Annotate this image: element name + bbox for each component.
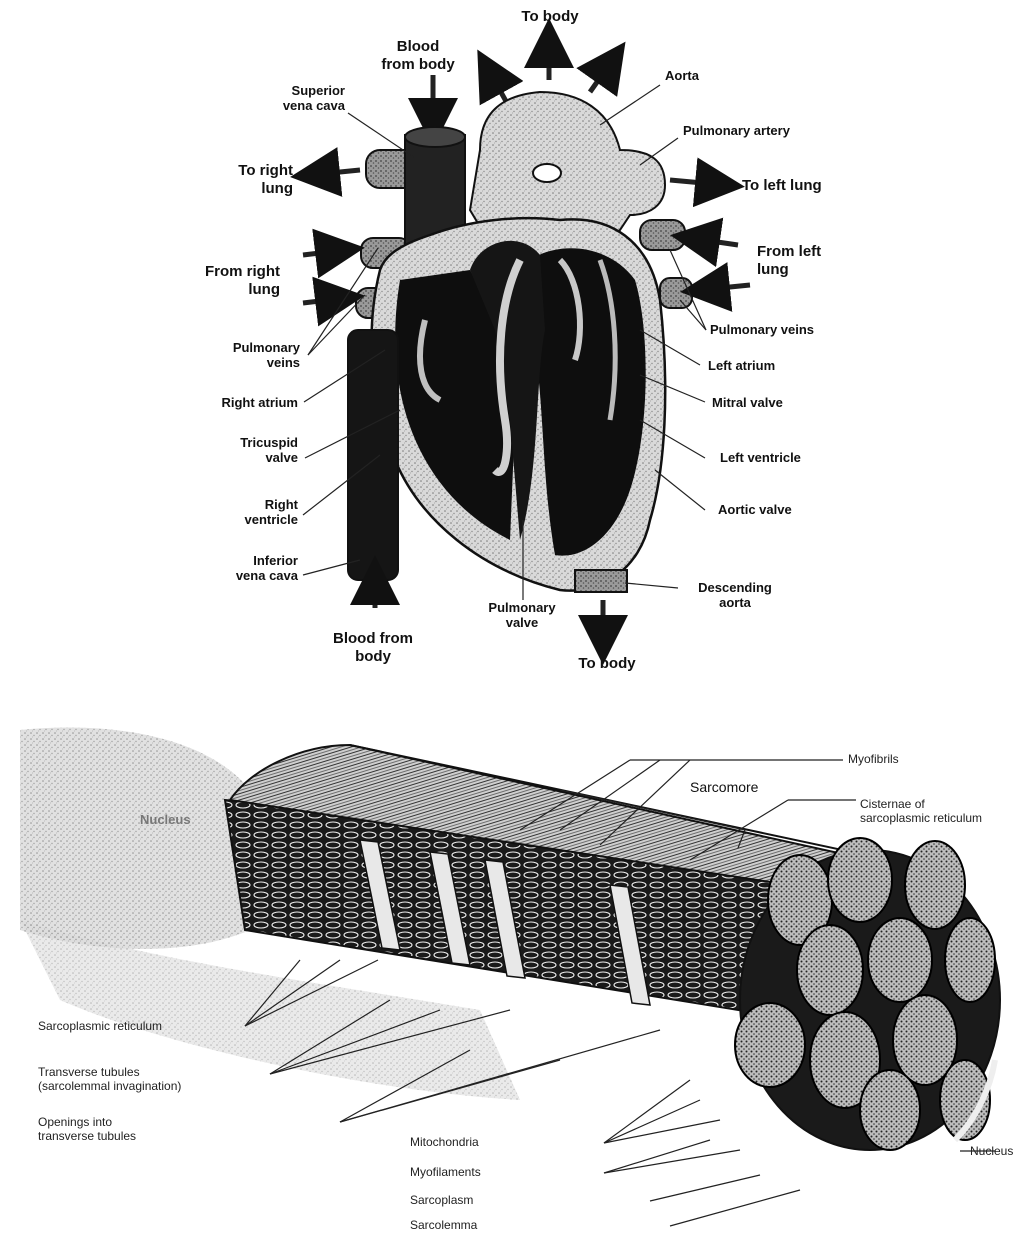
label-right-atrium: Right atrium bbox=[188, 395, 298, 410]
label-from-left-lung: From left lung bbox=[757, 243, 821, 279]
muscle-fiber-illustration bbox=[20, 728, 1000, 1227]
label-mitral-valve: Mitral valve bbox=[712, 395, 783, 410]
label-to-right-lung: To right lung bbox=[205, 162, 293, 198]
label-pulmonary-veins-right: Pulmonary veins bbox=[710, 322, 814, 337]
label-sarcolemma: Sarcolemma bbox=[410, 1218, 477, 1232]
label-left-ventricle: Left ventricle bbox=[720, 450, 801, 465]
label-pulmonary-valve: Pulmonary valve bbox=[472, 600, 572, 630]
label-tricuspid-valve: Tricuspid valve bbox=[210, 435, 298, 465]
label-blood-from-body-top: Blood from body bbox=[368, 38, 468, 74]
label-blood-from-body-bottom: Blood from body bbox=[318, 630, 428, 666]
label-pulmonary-veins-left: Pulmonary veins bbox=[205, 340, 300, 370]
label-myofilaments: Myofilaments bbox=[410, 1165, 481, 1179]
label-cisternae: Cisternae of sarcoplasmic reticulum bbox=[860, 797, 982, 825]
label-descending-aorta: Descending aorta bbox=[680, 580, 790, 610]
label-to-body-top: To body bbox=[505, 8, 595, 26]
label-myofibrils: Myofibrils bbox=[848, 752, 899, 766]
label-left-atrium: Left atrium bbox=[708, 358, 775, 373]
label-aorta: Aorta bbox=[665, 68, 699, 83]
label-inferior-vena-cava: Inferior vena cava bbox=[210, 553, 298, 583]
label-aortic-valve: Aortic valve bbox=[718, 502, 792, 517]
label-sarcoplasm: Sarcoplasm bbox=[410, 1193, 473, 1207]
label-right-ventricle: Right ventricle bbox=[210, 497, 298, 527]
label-from-right-lung: From right lung bbox=[180, 263, 280, 299]
label-mitochondria: Mitochondria bbox=[410, 1135, 479, 1149]
label-sarcomere: Sarcomore bbox=[690, 780, 758, 795]
label-to-left-lung: To left lung bbox=[742, 177, 822, 195]
label-to-body-bottom: To body bbox=[562, 655, 652, 673]
label-nucleus-right: Nucleus bbox=[970, 1144, 1013, 1158]
label-nucleus-left: Nucleus bbox=[140, 812, 191, 827]
label-transverse-tubules: Transverse tubules (sarcolemmal invagina… bbox=[38, 1065, 181, 1093]
label-sarcoplasmic-reticulum: Sarcoplasmic reticulum bbox=[38, 1019, 162, 1033]
label-superior-vena-cava: Superior vena cava bbox=[240, 83, 345, 113]
label-openings: Openings into transverse tubules bbox=[38, 1115, 136, 1143]
label-pulmonary-artery: Pulmonary artery bbox=[683, 123, 790, 138]
